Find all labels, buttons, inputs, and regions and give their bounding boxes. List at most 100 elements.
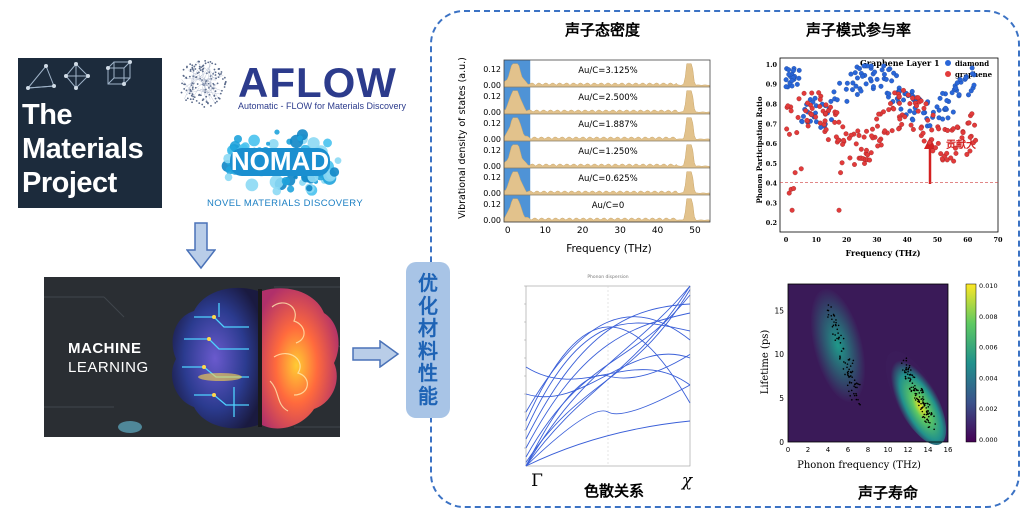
lifetime-point	[848, 381, 851, 383]
ppr-diamond-point	[854, 92, 860, 97]
ppr-diamond-point	[966, 92, 971, 98]
lifetime-ytick: 5	[779, 394, 784, 403]
dos-ytick: 0.00	[483, 135, 501, 144]
ppr-xtick: 70	[993, 236, 1003, 244]
aflow-sphere-dot	[216, 100, 218, 103]
ppr-graphene-point	[935, 140, 941, 146]
ppr-graphene-point	[875, 123, 880, 129]
lifetime-point	[923, 405, 925, 407]
ppr-section-title: 声子模式参与率	[806, 21, 912, 39]
aflow-sphere-dot	[217, 72, 220, 75]
ppr-ytick: 1.0	[766, 61, 778, 69]
ppr-graphene-point	[828, 104, 833, 110]
ppr-graphene-point	[902, 114, 908, 120]
aflow-sphere-dot	[186, 66, 188, 69]
dos-ytick: 0.00	[483, 189, 501, 198]
ppr-diamond-point	[861, 63, 867, 69]
nomad-bubble	[224, 173, 233, 182]
lifetime-point	[849, 395, 852, 397]
ppr-graphene-point	[925, 117, 931, 123]
lifetime-point	[933, 415, 935, 418]
lifetime-point	[914, 392, 917, 395]
lifetime-point	[905, 366, 908, 369]
aflow-sphere-dot	[217, 68, 220, 70]
aflow-sphere-link	[201, 83, 222, 91]
dispersion-chart: Phonon dispersion Γ χ	[524, 274, 694, 490]
lifetime-point	[846, 384, 849, 387]
lifetime-point	[827, 316, 829, 318]
ppr-graphene-point	[843, 131, 849, 137]
aflow-sphere-dot	[184, 83, 187, 86]
ppr-graphene-point	[954, 124, 960, 130]
ppr-diamond-point	[949, 90, 955, 96]
lifetime-point	[905, 371, 907, 374]
lifetime-point	[921, 406, 924, 409]
lifetime-point	[913, 376, 916, 379]
ppr-graphene-point	[867, 157, 873, 163]
ppr-graphene-point	[905, 92, 911, 98]
ppr-ytick: 0.8	[766, 100, 778, 108]
lifetime-point	[836, 337, 838, 340]
lifetime-point	[916, 398, 919, 401]
ppr-diamond-point	[881, 63, 887, 69]
lifetime-ylabel: Lifetime (ps)	[760, 330, 771, 395]
nomad-bubble	[272, 186, 281, 196]
aflow-sphere-dot	[188, 75, 191, 78]
lifetime-xtick: 2	[806, 446, 810, 454]
lifetime-point	[854, 383, 857, 385]
dispersion-band	[525, 316, 691, 413]
dispersion-band	[525, 354, 691, 467]
ppr-diamond-point	[843, 86, 849, 92]
lifetime-point	[847, 375, 850, 377]
lifetime-point	[840, 334, 842, 337]
ppr-graphene-point	[967, 148, 973, 154]
ppr-graphene-point	[832, 119, 838, 125]
lifetime-point	[857, 398, 859, 401]
aflow-sphere-dot	[221, 89, 223, 92]
aflow-sphere-dot	[223, 76, 226, 79]
aflow-sphere-dot	[201, 103, 204, 106]
aflow-sphere-dot	[195, 76, 198, 78]
aflow-sphere-dot	[220, 71, 223, 73]
ppr-graphene-point	[809, 105, 815, 111]
ppr-graphene-point	[870, 126, 875, 132]
ppr-graphene-point	[950, 126, 956, 132]
dos-xtick: 0	[505, 226, 511, 236]
ppr-title: Graphene Layer 1	[860, 58, 940, 68]
lifetime-point	[909, 377, 911, 379]
ppr-diamond-point	[853, 83, 859, 89]
lifetime-point	[910, 389, 913, 392]
aflow-sphere-dot	[198, 94, 200, 97]
lifetime-point	[904, 377, 907, 380]
ppr-graphene-point	[882, 128, 888, 134]
ppr-diamond-point	[794, 81, 800, 87]
lifetime-point	[851, 399, 853, 401]
colorbar-tick: 0.006	[979, 344, 998, 352]
ppr-graphene-point	[897, 100, 902, 106]
aflow-sphere-link	[195, 61, 201, 66]
ppr-diamond-point	[799, 119, 805, 125]
dos-curve	[503, 144, 711, 169]
ppr-diamond-point	[954, 80, 960, 86]
ppr-diamond-point	[789, 78, 795, 84]
aflow-sphere-dot	[210, 104, 212, 107]
ppr-graphene-point	[901, 87, 906, 93]
dos-curve	[503, 63, 711, 88]
lifetime-point	[913, 397, 916, 399]
lifetime-point	[835, 324, 837, 327]
colorbar-tick: 0.000	[979, 436, 998, 444]
aflow-sphere-dot	[189, 90, 192, 92]
ppr-diamond-point	[944, 98, 950, 104]
lifetime-point	[914, 384, 916, 387]
dos-section-title: 声子态密度	[565, 21, 641, 39]
aflow-sphere-dot	[201, 70, 204, 73]
dos-xtick: 50	[689, 226, 701, 236]
dos-ytick: 0.12	[483, 146, 501, 155]
down-arrow-icon	[186, 222, 216, 270]
aflow-sphere-dot	[201, 68, 204, 71]
ppr-graphene-point	[936, 126, 942, 132]
ppr-graphene-point	[967, 134, 973, 140]
ppr-legend-diamond-marker	[945, 60, 951, 66]
aflow-sphere-dot	[220, 72, 222, 75]
ppr-diamond-point	[812, 95, 818, 101]
